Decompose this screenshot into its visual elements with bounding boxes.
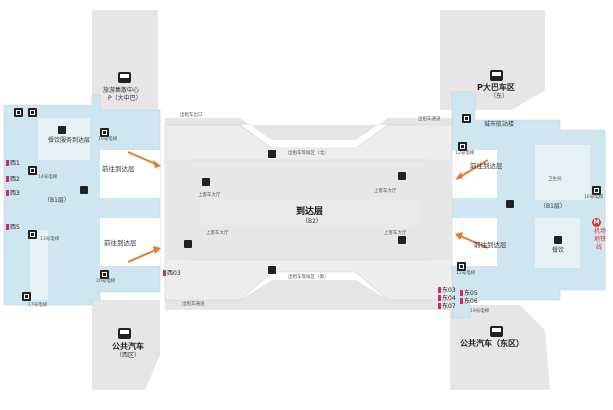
go-arrival-nw: 前往到达层 — [102, 165, 135, 173]
south-small: 出租车通道 — [182, 302, 205, 307]
shangche-2: 上客车大厅 — [374, 189, 397, 194]
dining-west: 餐饮服务到达层 — [48, 137, 91, 144]
west-bus-zone — [92, 300, 160, 390]
hub-west-line2: P（大中巴） — [108, 95, 142, 102]
west-corridor — [30, 230, 48, 300]
b1-west-label: （B1层） — [44, 197, 70, 204]
escalator-icon-2 — [398, 172, 406, 180]
taxi-icon-south — [268, 266, 276, 274]
gate-east-07[interactable]: 东07 — [438, 303, 456, 310]
left-top-small: 出租车出口 — [180, 113, 203, 118]
bus-icon-east-bus — [490, 326, 503, 337]
center-sub: （B2） — [302, 218, 322, 225]
gate-east-05[interactable]: 东05 — [460, 290, 478, 297]
gate-west-2[interactable]: 西2 — [6, 176, 20, 183]
gate-east-03[interactable]: 东03 — [438, 287, 456, 294]
metro-icon: M — [592, 218, 601, 227]
hub-east-sub: （东） — [490, 93, 509, 100]
center-lane — [200, 200, 420, 226]
elevator-icon-w2 — [28, 108, 37, 117]
elevator-label-14: 14号电梯 — [38, 175, 58, 180]
right-top-small: 出租车通道 — [418, 117, 441, 122]
escalator-icon-4 — [398, 236, 406, 244]
elevator-icon-e3 — [592, 186, 601, 195]
elevator-icon-w6 — [100, 270, 109, 279]
elevator-icon-w1 — [14, 108, 23, 117]
restaurant-icon-west — [58, 126, 66, 134]
east-transport-hub-zone — [440, 10, 545, 110]
escalator-icon-e1 — [506, 200, 514, 208]
go-arrival-se: 前往到达层 — [474, 241, 507, 249]
elevator-label-20: 20号电梯 — [96, 279, 116, 284]
bus-west-line2: （西区） — [116, 352, 141, 359]
go-arrival-ne: 前往到达层 — [470, 162, 503, 170]
elevator-label-17: 17号电梯 — [28, 303, 48, 308]
west-gap — [100, 150, 160, 198]
escalator-icon-1 — [202, 178, 210, 186]
elevator-icon-e1 — [458, 142, 467, 151]
elevator-icon-w4 — [28, 166, 37, 175]
elevator-label-13: 13号电梯 — [40, 237, 60, 242]
taxi-north-label: 出租车等候区（北） — [288, 151, 329, 156]
arrow-to-arrival-se — [455, 232, 489, 249]
restaurant-icon-east — [554, 236, 562, 244]
bus-east-label: 公共汽车（东区） — [460, 339, 524, 348]
elevator-label-12: 12号电梯 — [455, 151, 475, 156]
gate-west-1[interactable]: 西1 — [6, 160, 20, 167]
elevator-label-11: 11号电梯 — [456, 271, 476, 276]
elevator-icon-w7 — [22, 292, 31, 301]
east-inner-room — [535, 145, 590, 200]
elevator-label-10: 10号电梯 — [98, 137, 118, 142]
bus-icon-west-bus — [118, 328, 131, 339]
escalator-icon-w1 — [80, 186, 88, 194]
restroom-label: 卫生间 — [548, 177, 562, 182]
gate-west-03[interactable]: 西03 — [163, 270, 181, 277]
west-inner-room — [38, 118, 90, 160]
gate-west-5[interactable]: 西5 — [6, 224, 20, 231]
metro-line1[interactable]: 机场 — [594, 228, 607, 235]
bus-icon-east — [490, 70, 503, 81]
west-gap-2 — [100, 218, 160, 266]
gate-east-06[interactable]: 东06 — [460, 298, 478, 305]
north-road-zone — [165, 118, 452, 140]
elevator-icon-w5 — [28, 230, 37, 239]
arrow-to-arrival-ne — [455, 159, 489, 180]
hub-west-line1: 旅游集散中心 — [103, 87, 140, 94]
hub-east-label: P大巴车区 — [477, 83, 515, 92]
taxi-south-label: 出租车等候区（南） — [288, 275, 329, 280]
taxi-icon-north — [268, 150, 276, 158]
gate-east-04[interactable]: 东04 — [438, 295, 456, 302]
b1-east-label: （B1层） — [540, 203, 566, 210]
elevator-icon-w3 — [100, 128, 109, 137]
dining-east: 餐饮 — [552, 247, 565, 254]
elevator-icon-e4 — [462, 114, 471, 123]
elevator-label-16: 16号电梯 — [584, 195, 604, 200]
city-terminal-label[interactable]: 城市航站楼 — [484, 121, 515, 128]
gate-west-3[interactable]: 西3 — [6, 190, 20, 197]
elevator-icon-e2 — [457, 262, 466, 271]
elevator-label-19: 19号电梯 — [470, 309, 490, 314]
south-road-zone — [165, 280, 452, 310]
metro-line3[interactable]: 线 — [596, 244, 603, 251]
east-terminal-wing — [451, 91, 606, 319]
east-bus-zone — [450, 305, 550, 390]
shangche-4: 上客车大厅 — [384, 231, 407, 236]
bus-icon-west — [118, 72, 131, 83]
shangche-1: 上客车大厅 — [198, 193, 221, 198]
go-arrival-sw: 前往到达层 — [104, 239, 137, 247]
escalator-icon-3 — [184, 240, 192, 248]
arrow-to-arrival-nw — [127, 151, 161, 168]
center-title: 到达层 — [296, 207, 324, 217]
metro-line2[interactable]: 地铁 — [594, 236, 607, 243]
east-gap — [452, 150, 497, 198]
arrow-to-arrival-sw — [127, 246, 161, 263]
bus-west-line1: 公共汽车 — [112, 342, 144, 351]
shangche-3: 上客车大厅 — [206, 231, 229, 236]
west-transport-hub-zone — [92, 10, 158, 110]
